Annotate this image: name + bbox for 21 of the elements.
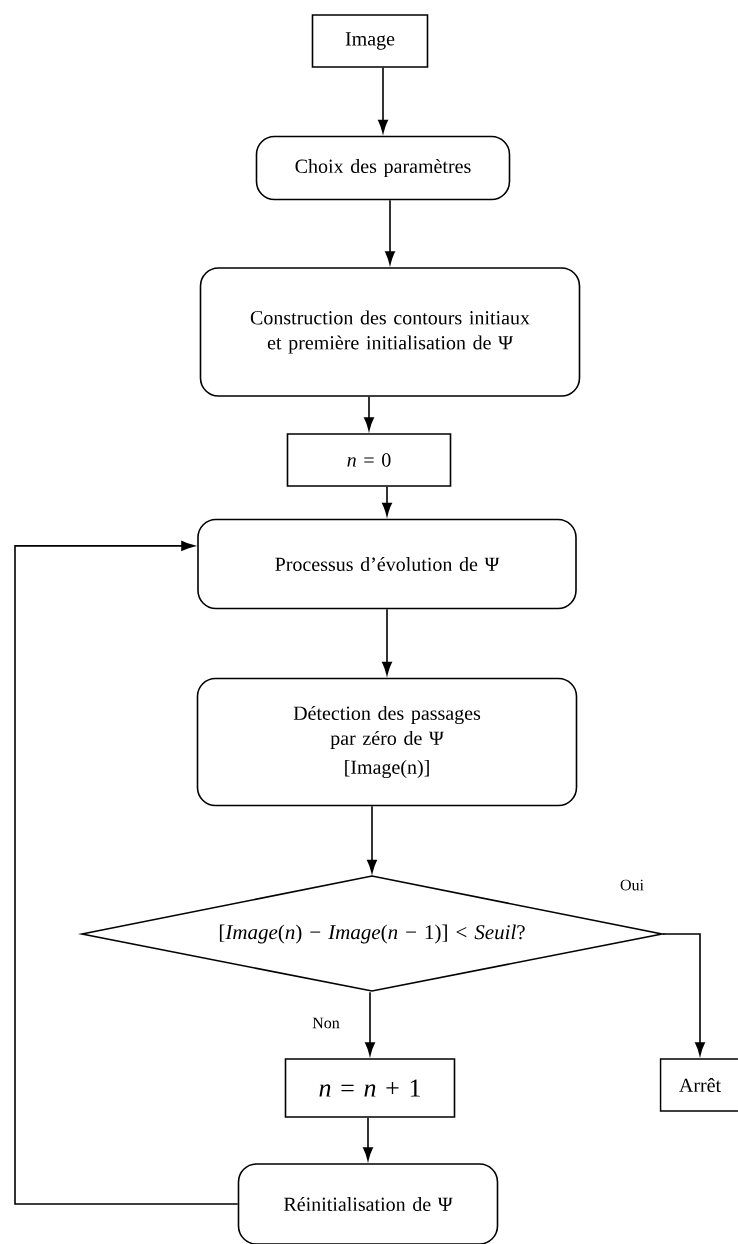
rounded-box: Construction des contours initiaux et première initialisation de Ψ — [199, 267, 581, 397]
arrow — [378, 67, 388, 133]
process-box: Arrêt — [659, 1058, 738, 1112]
arrow — [365, 991, 375, 1056]
process-box: n = n + 1 — [284, 1058, 456, 1118]
rounded-box: Détection des passages par zéro de Ψ [Image(n)] — [196, 677, 578, 807]
edge-label: Oui — [619, 878, 645, 892]
arrow — [363, 1117, 373, 1161]
rounded-box: Processus d’évolution de Ψ — [197, 518, 577, 610]
edge-label: Non — [311, 1016, 341, 1030]
arrow — [367, 805, 377, 873]
arrow — [662, 933, 705, 1056]
process-box: Image — [311, 14, 429, 68]
arrow — [382, 608, 392, 675]
arrow — [385, 199, 395, 265]
arrow — [382, 486, 392, 516]
rounded-box: Choix des paramètres — [255, 135, 511, 201]
process-box: n = 0 — [286, 433, 452, 487]
arrow — [364, 396, 374, 431]
rounded-box: Réinitialisation de Ψ — [237, 1163, 499, 1244]
arrow — [14, 540, 239, 1205]
